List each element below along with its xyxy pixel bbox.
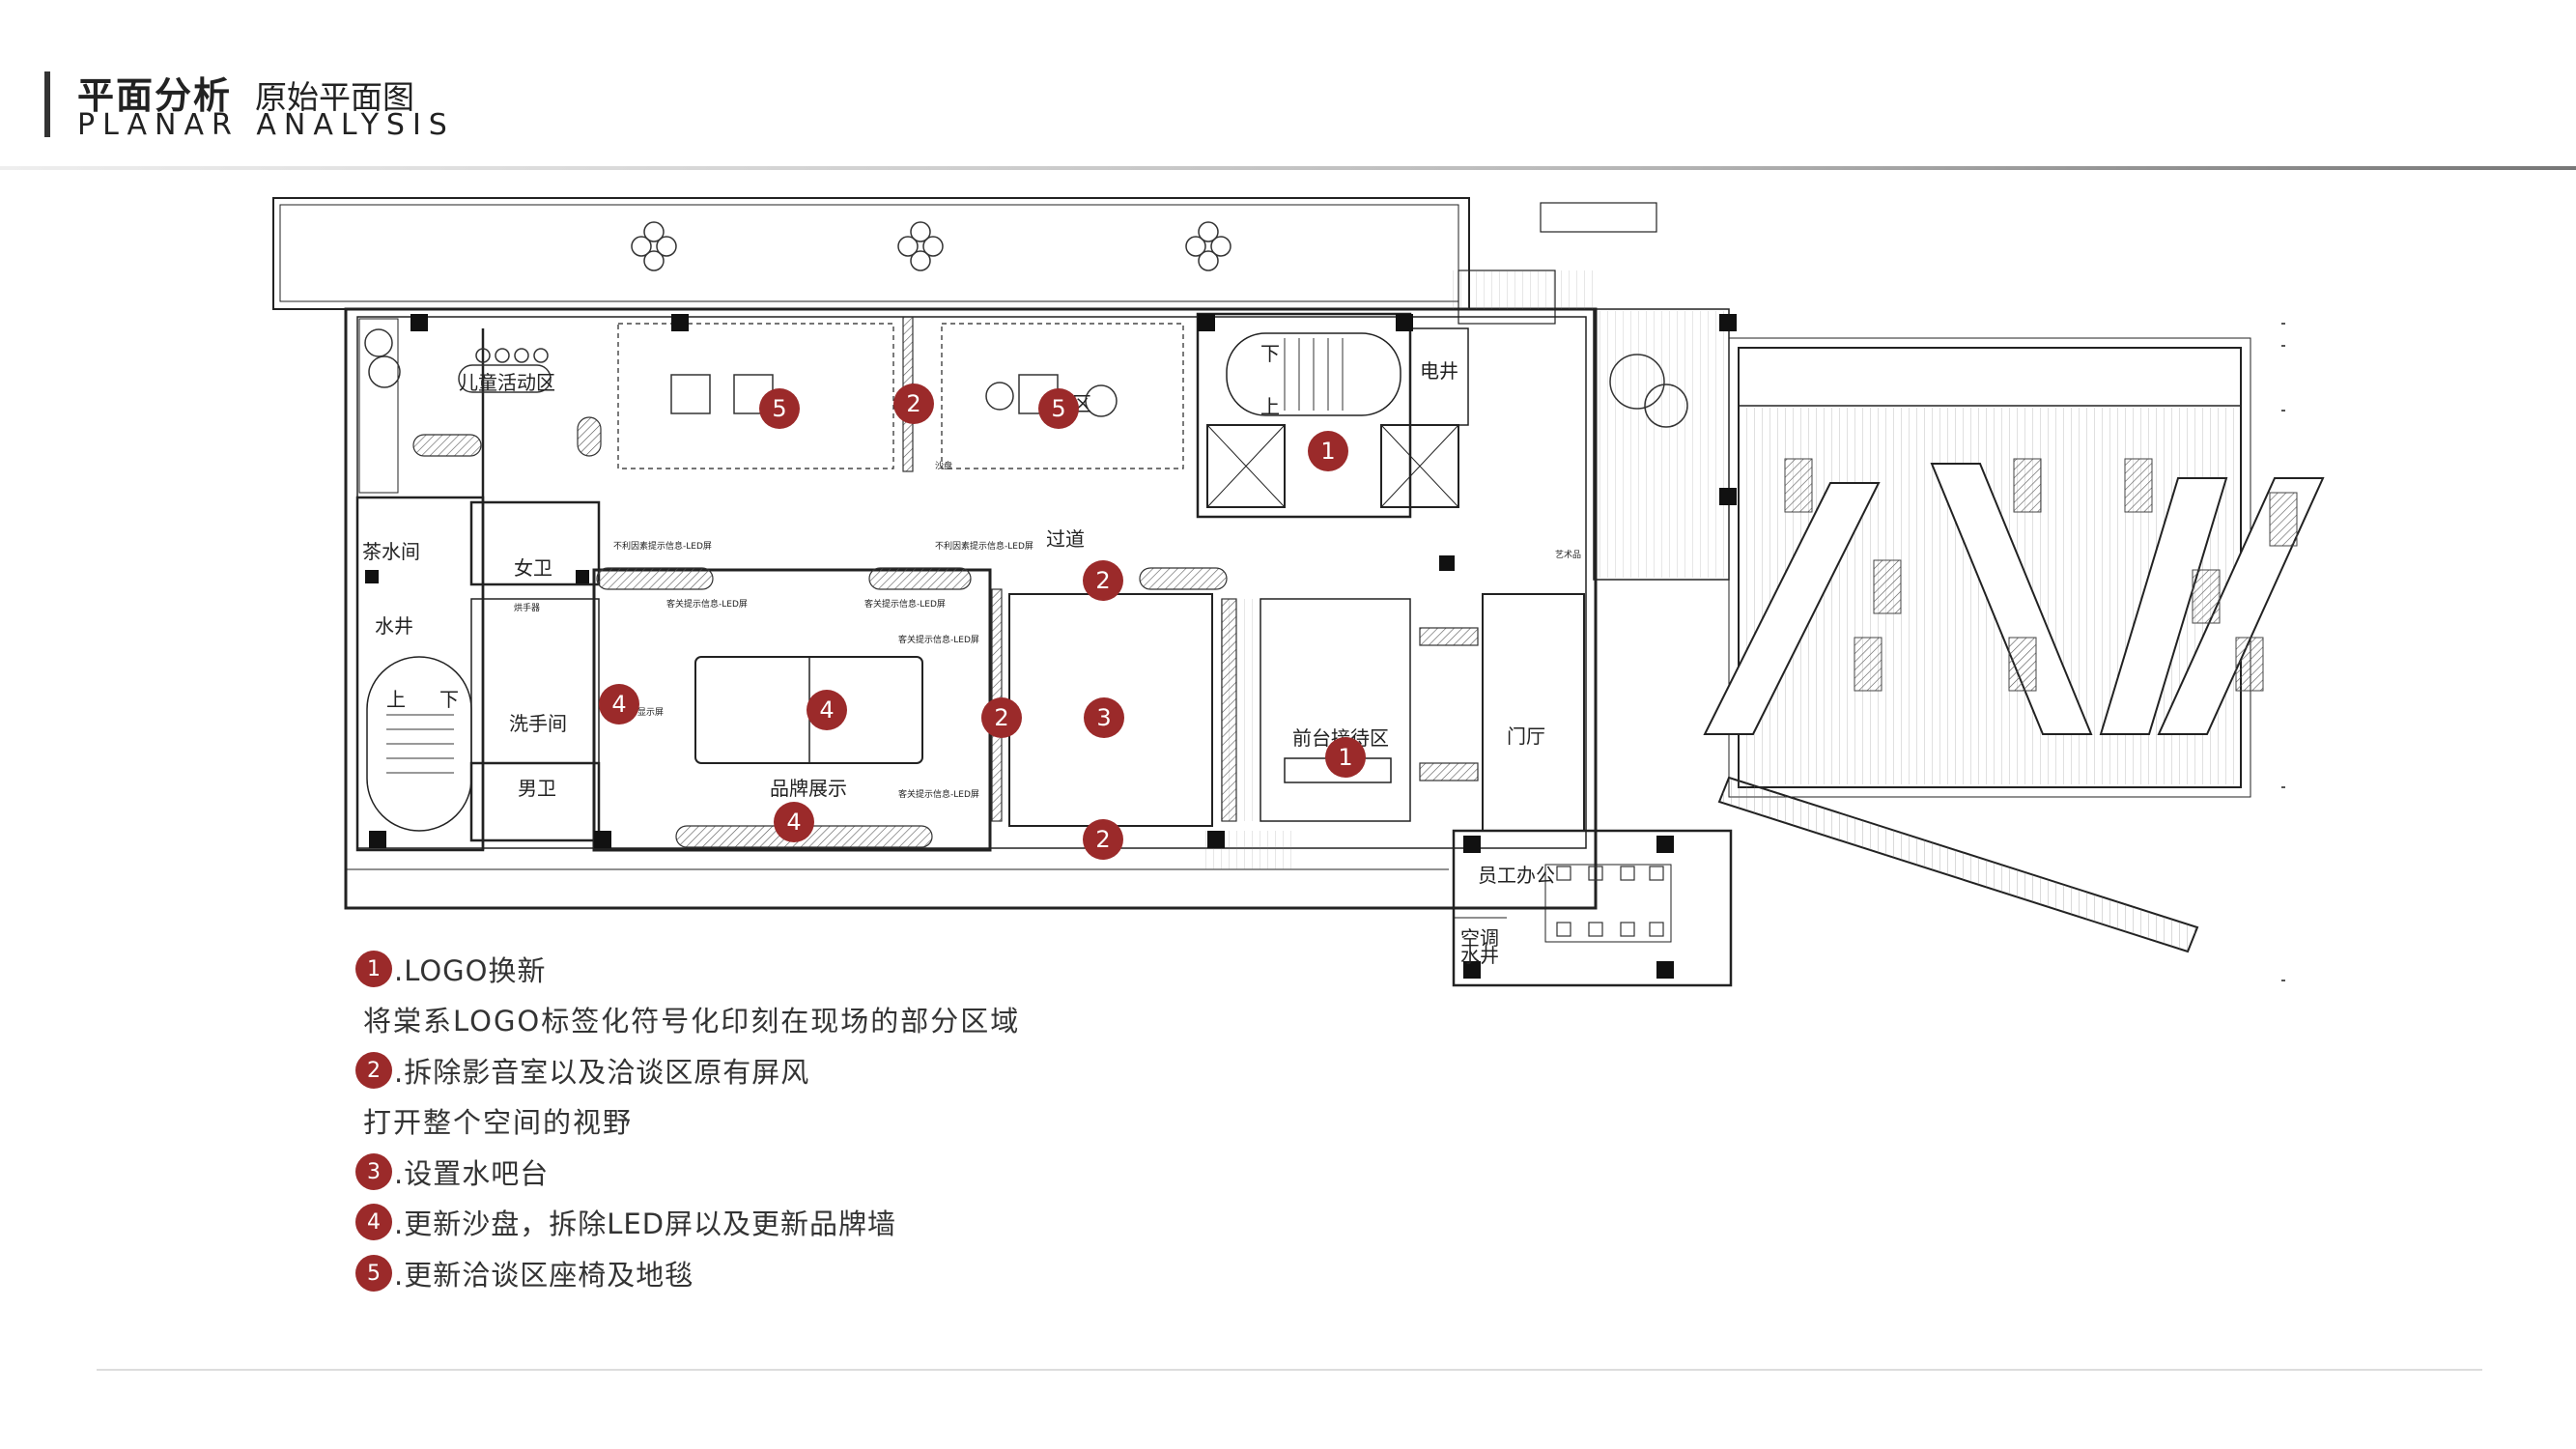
- marker-2-mid: 2: [981, 697, 1022, 738]
- room-label-staff-office: 员工办公: [1478, 864, 1555, 887]
- legend-sub-2: 打开整个空间的视野: [363, 1106, 634, 1139]
- sand-table-note: 沙盘: [935, 462, 953, 471]
- footer-divider: [97, 1369, 2482, 1371]
- marker-4-left: 4: [599, 684, 639, 724]
- marker-4-bottom: 4: [774, 802, 814, 842]
- page-title: 平面分析: [77, 74, 233, 117]
- room-label-kids-area: 儿童活动区: [459, 371, 555, 394]
- legend-text-2: .拆除影音室以及洽谈区原有屏风: [394, 1056, 810, 1089]
- marker-2-top: 2: [893, 384, 934, 424]
- stair-label-down-left: 下: [439, 688, 459, 711]
- legend-num-2: 2: [355, 1052, 392, 1089]
- room-label-women-wc: 女卫: [514, 556, 552, 580]
- marker-3-water-bar: 3: [1084, 697, 1124, 738]
- legend-num-1: 1: [355, 951, 392, 987]
- room-label-water-well: 水井: [375, 614, 413, 638]
- page-title-english: PLANAR ANALYSIS: [77, 108, 455, 142]
- room-label-men-wc: 男卫: [518, 777, 556, 800]
- marker-1-reception: 1: [1325, 737, 1366, 778]
- legend-num-4: 4: [355, 1204, 392, 1240]
- led-note-5: 客关提示信息-LED屏: [898, 636, 979, 645]
- room-label-washroom: 洗手间: [509, 712, 567, 735]
- marker-1-elevator: 1: [1308, 431, 1348, 471]
- room-label-tea-room: 茶水间: [362, 540, 420, 563]
- art-note: 艺术品: [1555, 551, 1582, 560]
- marker-4-center: 4: [807, 690, 847, 730]
- legend-text-5: .更新洽谈区座椅及地毯: [394, 1259, 694, 1292]
- legend-num-5: 5: [355, 1255, 392, 1292]
- header-divider: [0, 166, 2576, 170]
- stair-label-up-core: 上: [1260, 395, 1280, 418]
- marker-5-left: 5: [759, 388, 800, 429]
- room-label-lobby: 门厅: [1507, 724, 1545, 748]
- legend-item-2: 2 .拆除影音室以及洽谈区原有屏风: [355, 1050, 809, 1091]
- legend-text-1: .LOGO换新: [394, 954, 547, 987]
- room-label-hand-dryer: 烘手器: [514, 604, 541, 613]
- led-note-3: 客关提示信息-LED屏: [666, 600, 748, 610]
- room-label-ac-well: 空调 水井: [1460, 926, 1499, 967]
- header-accent-bar: [44, 71, 50, 137]
- legend-item-4: 4 .更新沙盘，拆除LED屏以及更新品牌墙: [355, 1202, 896, 1242]
- legend-num-3: 3: [355, 1153, 392, 1190]
- stair-label-down-core: 下: [1260, 342, 1280, 365]
- led-note-1: 不利因素提示信息-LED屏: [613, 542, 712, 552]
- marker-2-bottom: 2: [1083, 819, 1123, 860]
- led-note-4: 客关提示信息-LED屏: [864, 600, 946, 610]
- led-note-7: 显示屏: [637, 708, 665, 718]
- legend-item-3: 3 .设置水吧台: [355, 1151, 549, 1192]
- legend-text-3: .设置水吧台: [394, 1157, 550, 1190]
- legend-text-4: .更新沙盘，拆除LED屏以及更新品牌墙: [394, 1208, 897, 1240]
- legend-sub-1: 将棠系LOGO标签化符号化印刻在现场的部分区域: [363, 1005, 1021, 1037]
- legend-item-1: 1 .LOGO换新: [355, 949, 546, 989]
- marker-2-corridor: 2: [1083, 560, 1123, 601]
- legend-item-5: 5 .更新洽谈区座椅及地毯: [355, 1253, 694, 1293]
- room-label-brand-display: 品牌展示: [770, 777, 847, 800]
- page-subtitle: 原始平面图: [255, 78, 414, 116]
- marker-5-right: 5: [1038, 388, 1079, 429]
- led-note-2: 不利因素提示信息-LED屏: [935, 542, 1033, 552]
- room-label-elec-well: 电井: [1420, 359, 1458, 383]
- led-note-6: 客关提示信息-LED屏: [898, 790, 979, 800]
- room-label-corridor: 过道: [1046, 527, 1085, 551]
- stair-label-up-left: 上: [386, 688, 406, 711]
